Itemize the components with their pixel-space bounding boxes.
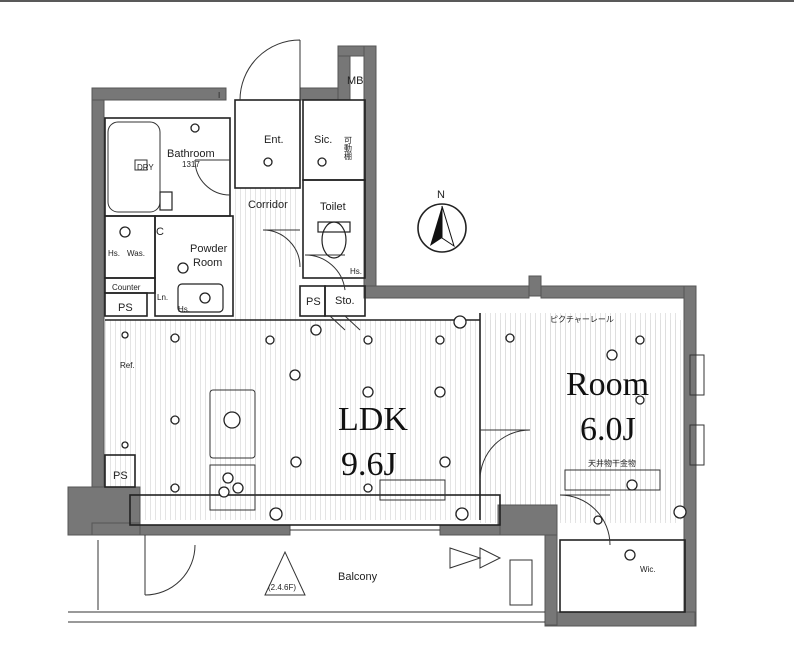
ps-label-2: PS <box>306 296 321 308</box>
picture-rail-label: ピクチャーレール <box>550 315 614 324</box>
powder-label-2: Room <box>193 257 222 269</box>
bathroom-fixtures <box>134 123 327 211</box>
ps-label-1: PS <box>118 302 133 314</box>
ln-label: Ln. <box>157 293 168 302</box>
ceiling-hook-label: 天井物干金物 <box>588 458 636 468</box>
balcony-note: (2.4.6F) <box>268 583 296 592</box>
powder-label-1: Powder <box>190 243 228 255</box>
counter-label: Counter <box>112 283 141 292</box>
door-swings <box>144 39 611 596</box>
dry-label: DRY <box>137 163 154 172</box>
ref-label: Ref. <box>120 361 135 370</box>
entrance-label: Ent. <box>264 134 284 146</box>
hs-label-3: Hs. <box>178 305 190 314</box>
ceiling-lights <box>121 315 687 561</box>
balcony-label: Balcony <box>338 571 378 583</box>
north-arrow-icon <box>417 203 467 253</box>
c-mark: C <box>156 226 164 238</box>
powder-fixtures <box>119 226 224 313</box>
toilet-label: Toilet <box>320 201 346 213</box>
was-label: Was. <box>127 249 145 258</box>
kitchen-fixtures <box>218 411 244 498</box>
toilet-fixture <box>317 221 351 259</box>
north-label: N <box>437 189 445 201</box>
wic-label: Wic. <box>640 565 656 574</box>
room-floor <box>480 313 680 523</box>
hs-label-1: Hs. <box>108 249 120 258</box>
bathroom-size: 1317 <box>182 160 200 169</box>
hs-label-2: Hs. <box>350 267 362 276</box>
bathroom-label: Bathroom <box>167 148 215 160</box>
sto-label: Sto. <box>335 295 355 307</box>
ldk-label: LDK <box>338 401 408 438</box>
corridor-label: Corridor <box>248 199 288 211</box>
ps-label-3: PS <box>113 470 128 482</box>
corridor-floor <box>235 188 300 320</box>
mb-label: MB <box>347 75 364 87</box>
room-label: Room <box>566 366 649 403</box>
sic-label: Sic. <box>314 134 332 146</box>
i-mark: I <box>218 91 220 100</box>
windows <box>97 354 705 610</box>
room-size: 6.0J <box>580 411 636 448</box>
balcony <box>68 547 545 623</box>
movable-shelf-label: 可動棚 <box>344 136 353 161</box>
exterior-walls <box>67 45 697 627</box>
movable-shelf-text: 可動棚 <box>344 136 353 161</box>
interior-walls <box>104 99 686 613</box>
ldk-size: 9.6J <box>341 446 397 483</box>
